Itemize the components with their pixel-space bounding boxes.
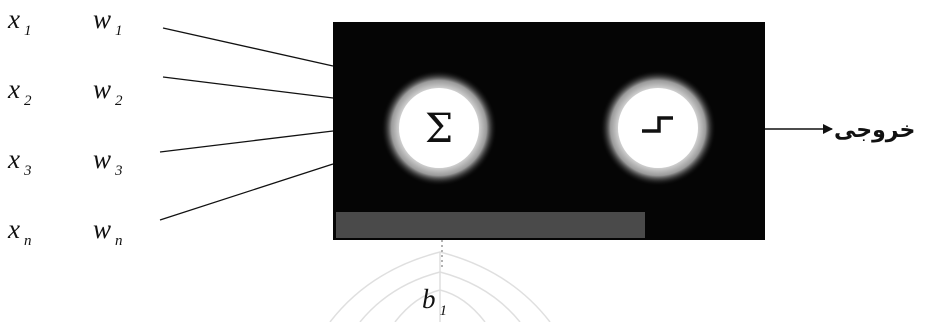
connection-line-n [159, 163, 334, 221]
connection-line-1 [162, 27, 334, 67]
watermark-emblem [329, 251, 551, 322]
summation-symbol: Σ [425, 106, 453, 152]
step-function-icon [642, 116, 673, 133]
activation-node [600, 70, 716, 186]
input-connection-lines [159, 27, 334, 221]
connection-line-3 [159, 130, 334, 153]
output-label: خروجی [834, 118, 915, 143]
summation-node: Σ [381, 70, 497, 186]
bias-input-bar [336, 212, 645, 238]
connection-line-2 [162, 76, 334, 99]
